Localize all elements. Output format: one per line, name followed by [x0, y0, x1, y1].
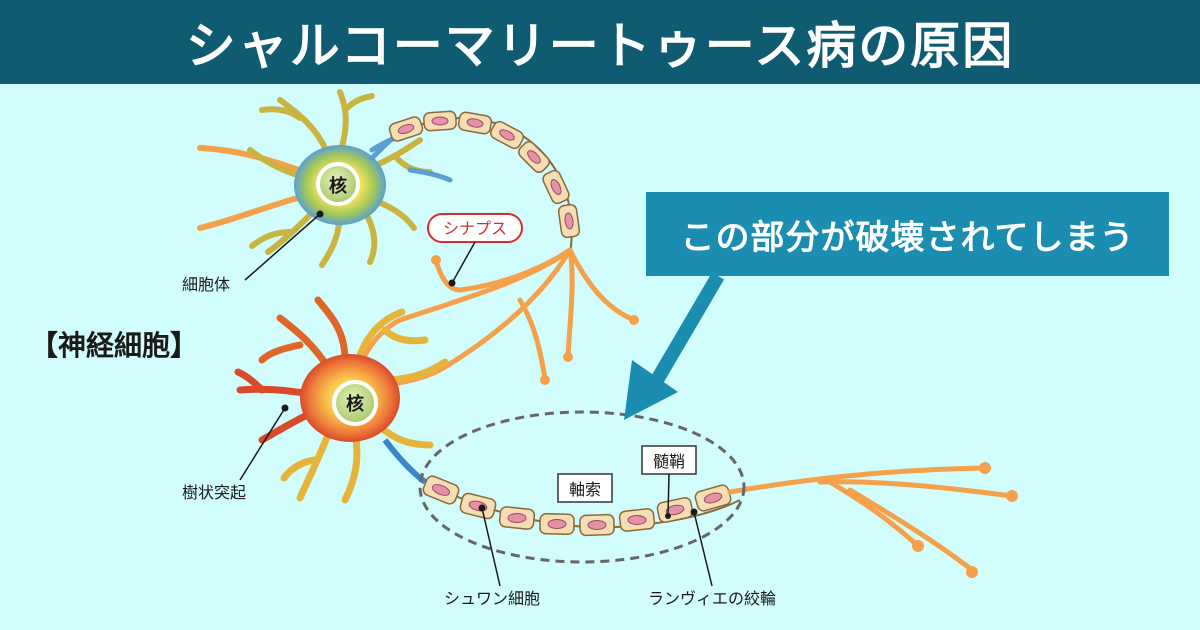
nucleus-label-bottom: 核	[346, 393, 364, 415]
diagram-title: 【神経細胞】	[30, 329, 199, 362]
nucleus-top	[316, 162, 360, 206]
nucleus-label-top: 核	[329, 175, 347, 197]
callout-box: この部分が破壊されてしまう	[646, 192, 1169, 276]
ranvier-label: ランヴィエの絞輪	[648, 589, 776, 608]
ranvier-callout: ランヴィエの絞輪	[648, 508, 776, 608]
highlight-ellipse	[418, 410, 746, 564]
header-banner: シャルコーマリートゥース病の原因	[0, 0, 1200, 84]
cell-body-callout: 細胞体	[182, 210, 324, 294]
myelin-tag: 髄鞘	[641, 445, 697, 519]
callout-arrow	[624, 272, 725, 420]
myelin-label: 髄鞘	[653, 452, 685, 471]
neuron-diagram: 核	[182, 89, 1018, 608]
cell-body-label: 細胞体	[182, 275, 230, 294]
axon-terminals-bottom	[727, 465, 1015, 573]
axon-top	[388, 110, 581, 256]
synapse-tag: シナプス	[427, 213, 523, 287]
schwann-label: シュワン細胞	[444, 589, 540, 608]
axon-terminals-top	[357, 247, 637, 388]
page-title: シャルコーマリートゥース病の原因	[185, 17, 1015, 75]
callout-text: この部分が破壊されてしまう	[680, 217, 1135, 258]
nucleus-bottom	[332, 380, 378, 426]
schwann-callout: シュワン細胞	[444, 504, 540, 608]
axon-bottom	[422, 475, 741, 537]
neuron-bottom: 核	[234, 296, 1018, 578]
axon-label: 軸索	[569, 480, 601, 499]
synapse-label: シナプス	[443, 219, 507, 238]
axon-tag: 軸索	[557, 473, 613, 503]
dendrite-label: 樹状突起	[182, 483, 246, 502]
neuron-top: 核	[197, 89, 639, 388]
dendrite-callout: 樹状突起	[182, 404, 289, 502]
